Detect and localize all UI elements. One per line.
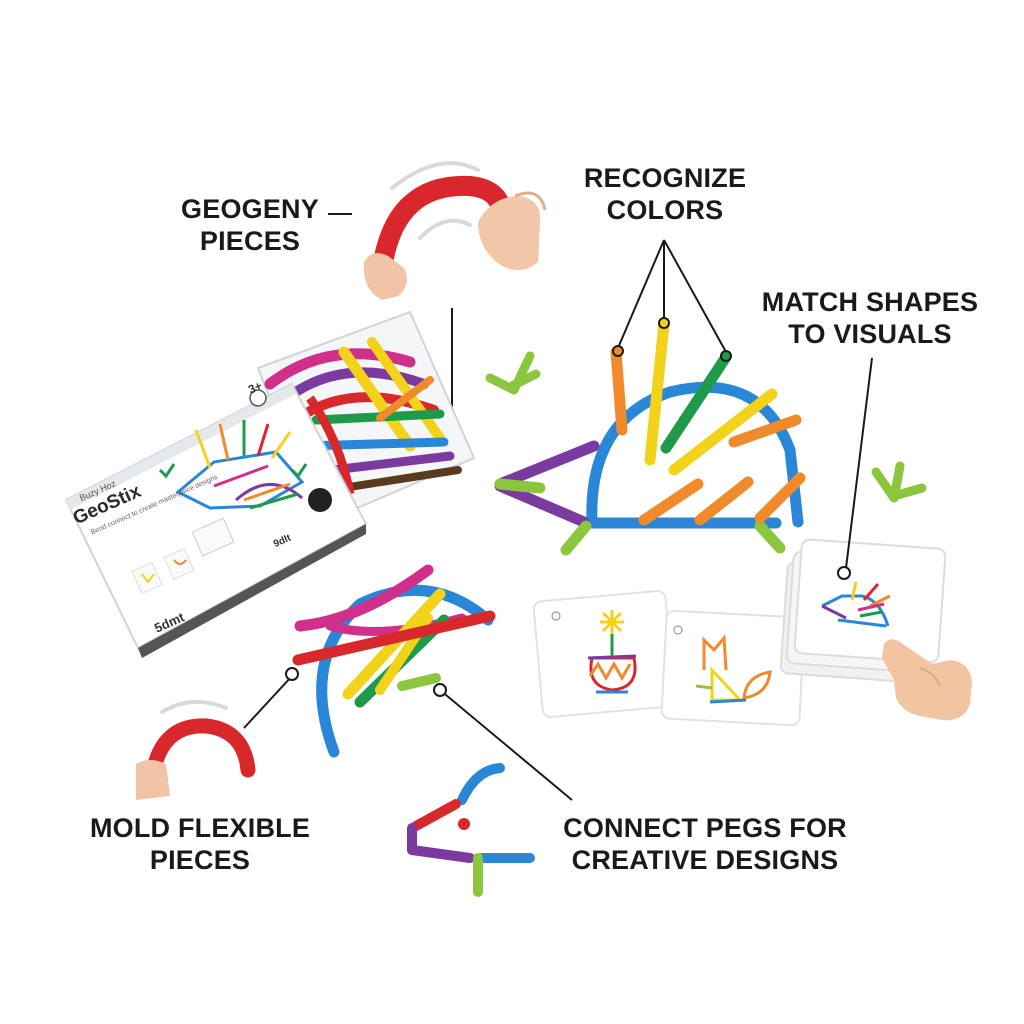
label-geogeny-pieces: GEOGENY PIECES (140, 193, 360, 257)
label-line: COLORS (606, 195, 724, 225)
label-line: MOLD FLEXIBLE (89, 813, 311, 843)
label-line: GEOGENY (181, 194, 319, 224)
hedgehog-design (494, 318, 806, 556)
connect-leader (439, 689, 573, 801)
mold-leader (243, 675, 293, 729)
label-line: PIECES (149, 845, 251, 875)
label-line: CREATIVE DESIGNS (571, 845, 839, 875)
label-line: PIECES (199, 226, 301, 256)
connect-pegs-design (407, 763, 535, 897)
check-sprout-icon (871, 461, 927, 503)
hand-molding-icon (136, 699, 256, 800)
product-box (64, 310, 476, 658)
label-recognize-colors: RECOGNIZE COLORS (555, 162, 775, 226)
recognize-leaders (612, 239, 732, 362)
connect-leader-dot (433, 683, 447, 697)
visual-cards (532, 538, 947, 727)
label-line: RECOGNIZE (583, 163, 747, 193)
mold-leader-dot (285, 667, 299, 681)
hand-bending-red-piece-icon (363, 161, 547, 300)
check-sprout-icon (485, 351, 541, 395)
match-leader-dot (837, 566, 851, 580)
label-line: CONNECT PEGS FOR (563, 813, 847, 843)
hand-pointing-icon (882, 639, 972, 721)
molded-pieces (292, 564, 496, 758)
match-leader (845, 357, 873, 569)
label-connect-pegs: CONNECT PEGS FOR CREATIVE DESIGNS (540, 812, 870, 876)
label-match-shapes: MATCH SHAPES TO VISUALS (740, 286, 1000, 350)
label-line: MATCH SHAPES (761, 287, 979, 317)
label-line: TO VISUALS (788, 319, 952, 349)
label-mold-flexible: MOLD FLEXIBLE PIECES (70, 812, 330, 876)
